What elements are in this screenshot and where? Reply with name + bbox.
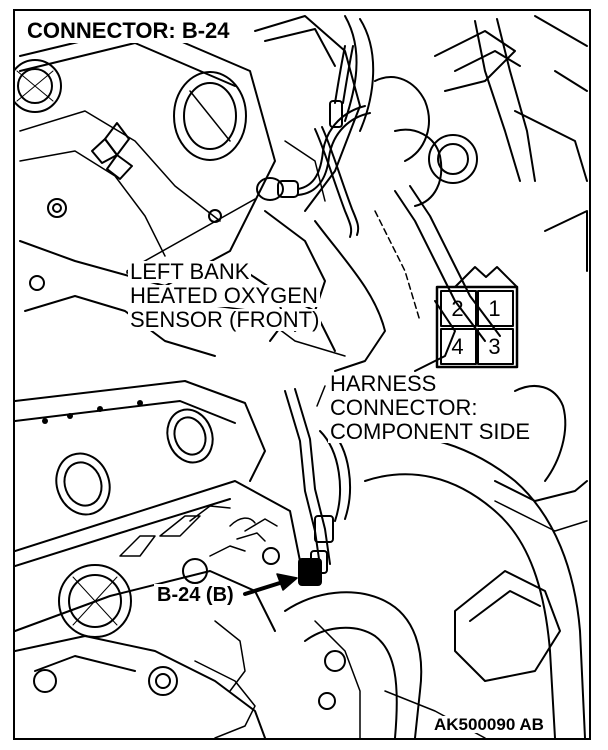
figure-code: AK500090 AB: [432, 715, 546, 734]
connector-pin-3: 3: [488, 333, 501, 359]
connector-pin-4: 4: [451, 333, 464, 359]
lower-engine-drawing: [15, 380, 588, 738]
connector-callout: B-24 (B): [154, 584, 237, 606]
diagram-frame: CONNECTOR: B-24 LEFT BANK HEATED OXYGEN …: [13, 9, 591, 740]
connector-face-diagram: [435, 266, 519, 369]
harness-label-line-1: HARNESS: [328, 371, 439, 396]
connector-pin-1: 1: [488, 295, 501, 321]
sensor-label-line-3: SENSOR (FRONT): [128, 307, 322, 332]
engine-illustration: [15, 15, 588, 738]
harness-label-line-2: CONNECTOR:: [328, 395, 480, 420]
harness-label-line-3: COMPONENT SIDE: [328, 419, 533, 444]
upper-engine-drawing: [15, 15, 588, 372]
sensor-label-line-1: LEFT BANK: [128, 259, 252, 284]
connector-pin-2: 2: [451, 295, 464, 321]
connector-title: CONNECTOR: B-24: [24, 19, 233, 43]
sensor-label-line-2: HEATED OXYGEN: [128, 283, 320, 308]
